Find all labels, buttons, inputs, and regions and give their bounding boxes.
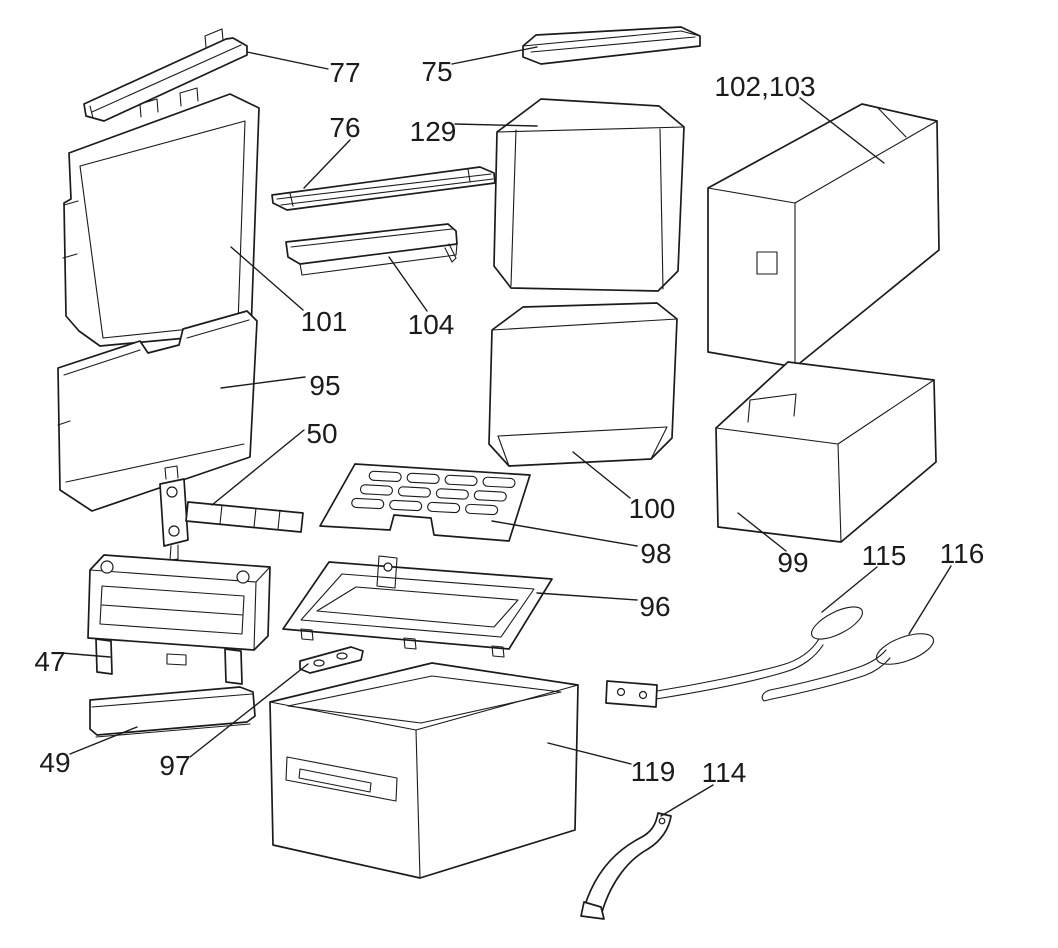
leader-97 <box>189 663 309 758</box>
leader-49 <box>69 726 138 755</box>
part-label-75: 75 <box>421 56 452 87</box>
leader-115 <box>821 566 878 613</box>
part-101 <box>62 87 260 347</box>
leader-114 <box>660 784 714 817</box>
leader-47 <box>61 652 111 658</box>
part-115 <box>605 606 863 708</box>
leader-77 <box>246 51 329 70</box>
part-98 <box>319 463 531 542</box>
part-119 <box>269 662 579 879</box>
part-labels: 77 75 76 129 102,103 101 104 95 50 100 9… <box>34 56 984 788</box>
part-label-102-103: 102,103 <box>714 71 815 102</box>
part-label-49: 49 <box>39 747 70 778</box>
leader-100 <box>572 451 631 499</box>
part-label-50: 50 <box>306 418 337 449</box>
leader-104 <box>388 256 428 312</box>
part-129 <box>493 98 685 292</box>
leader-119 <box>547 742 632 765</box>
part-label-95: 95 <box>309 370 340 401</box>
part-label-104: 104 <box>408 309 455 340</box>
part-50 <box>159 465 304 561</box>
part-label-76: 76 <box>329 112 360 143</box>
leader-102-103 <box>799 97 885 164</box>
part-label-100: 100 <box>629 493 676 524</box>
leader-98 <box>491 520 638 547</box>
part-label-115: 115 <box>862 540 907 571</box>
part-96 <box>282 555 553 658</box>
diagram-linework <box>57 26 940 920</box>
leader-99 <box>737 512 787 552</box>
part-47 <box>87 554 271 685</box>
leader-116 <box>908 565 952 635</box>
part-97 <box>299 646 364 674</box>
part-114 <box>580 812 672 920</box>
leader-75 <box>451 46 538 65</box>
part-49-slot <box>152 705 183 716</box>
leader-95 <box>220 376 306 389</box>
part-75 <box>522 26 701 65</box>
leader-76 <box>303 139 351 189</box>
part-label-119: 119 <box>631 756 676 787</box>
part-95 <box>57 310 258 512</box>
part-99 <box>715 361 937 543</box>
part-116 <box>761 633 935 702</box>
leader-101 <box>230 246 304 311</box>
leader-50 <box>211 429 305 506</box>
part-label-129: 129 <box>410 116 457 147</box>
part-77 <box>83 28 248 122</box>
part-label-77: 77 <box>329 57 360 88</box>
leader-lines <box>61 46 952 817</box>
leader-96 <box>536 592 638 601</box>
part-104 <box>285 223 458 276</box>
part-49-highlighted <box>89 686 256 738</box>
part-label-99: 99 <box>777 547 808 578</box>
part-label-97: 97 <box>159 750 190 781</box>
part-label-96: 96 <box>639 591 670 622</box>
part-label-98: 98 <box>640 538 671 569</box>
part-label-114: 114 <box>702 757 747 788</box>
part-76 <box>271 166 496 211</box>
leader-129 <box>454 123 538 127</box>
part-label-101: 101 <box>301 306 348 337</box>
part-label-47: 47 <box>34 646 65 677</box>
part-label-116: 116 <box>940 538 985 569</box>
part-100 <box>488 302 678 467</box>
